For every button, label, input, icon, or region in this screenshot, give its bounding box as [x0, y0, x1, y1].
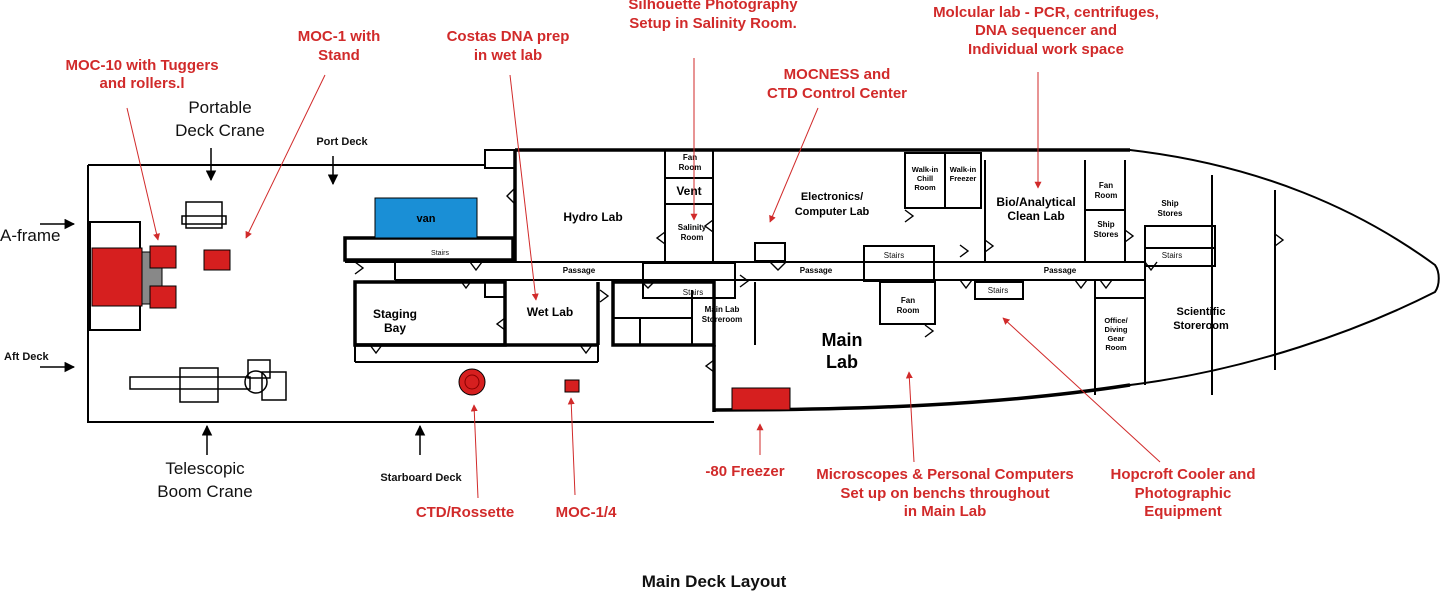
passage-label-1: Passage [563, 266, 596, 275]
hopcroft-arrow [1002, 317, 1161, 463]
aft-deck-label: Aft Deck [4, 351, 50, 363]
page-title: Main Deck Layout [642, 572, 787, 591]
van-label: van [417, 213, 436, 225]
a-frame-equipment [89, 221, 231, 331]
ctd-rossette-shape [458, 368, 486, 396]
vent-label: Vent [676, 184, 701, 198]
port-deck-label: Port Deck [316, 136, 368, 148]
stairs-label-2: Stairs [884, 251, 904, 260]
passage-walls [343, 236, 1145, 281]
starboard-deck-label: Starboard Deck [380, 472, 462, 484]
moc14-callout: MOC-1/4 [556, 504, 618, 521]
ctd-arrow [470, 404, 479, 499]
moc1-arrow [245, 74, 326, 239]
stairs-label-3: Stairs [1162, 251, 1182, 260]
freezer80-callout: -80 Freezer [705, 463, 784, 480]
van-shape [374, 197, 478, 239]
moc14-arrow [567, 397, 576, 496]
stairs-label-1: Stairs [431, 250, 449, 257]
a-frame-label: A-frame [0, 226, 60, 245]
door-swings [354, 187, 1285, 373]
hydro-lab-label: Hydro Lab [563, 210, 622, 224]
freezer-80-shape [731, 387, 791, 411]
costas-arrow [509, 74, 539, 301]
hull-outline [87, 148, 1440, 423]
stairs-label-4: Stairs [683, 288, 703, 297]
passage-label-3: Passage [1044, 266, 1077, 275]
lower-rooms [353, 262, 1145, 395]
electronics-label: Electronics/Computer Lab [795, 191, 870, 218]
wet-lab-label: Wet Lab [527, 305, 573, 319]
moc-1-4-shape [564, 379, 580, 393]
telescopic-crane-shape [129, 359, 287, 403]
mocness-arrow [769, 107, 819, 223]
moc10-arrow [126, 107, 160, 241]
passage-label-2: Passage [800, 266, 833, 275]
portable-crane-shape [181, 201, 227, 229]
ctd-callout: CTD/Rossette [416, 504, 514, 521]
microscopes-arrow [905, 371, 915, 463]
stairs-label-5: Stairs [988, 286, 1008, 295]
molecular-callout: Molcular lab - PCR, centrifuges,DNA sequ… [933, 4, 1159, 58]
